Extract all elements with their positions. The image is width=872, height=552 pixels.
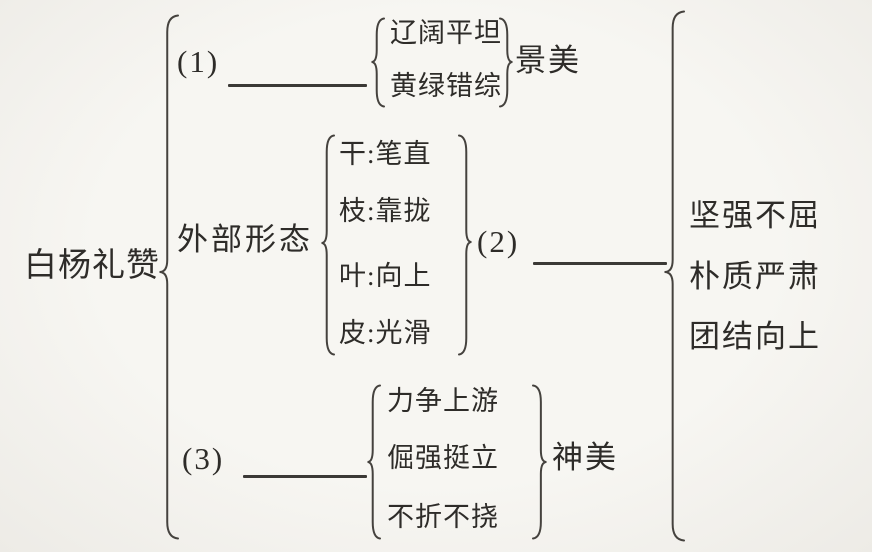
branch3-label: (3): [182, 440, 225, 476]
diagram-title: 白杨礼赞: [24, 247, 160, 284]
form-item: 干:笔直: [339, 138, 432, 169]
blank-line-2: [533, 262, 667, 265]
form-item: 叶:向上: [339, 260, 432, 291]
blank-line-1: [228, 84, 367, 87]
scenery-item: 辽阔平坦: [390, 17, 502, 48]
spirit-item: 不折不挠: [387, 501, 499, 532]
scenery-open-brace: [371, 17, 385, 108]
blank-line-3: [243, 475, 367, 478]
spirit-item: 力争上游: [387, 385, 499, 416]
summary-brace: [664, 10, 685, 542]
conclusion-item: 朴质严肃: [689, 258, 821, 294]
form-item: 皮:光滑: [339, 317, 432, 348]
conclusion-item: 团结向上: [689, 318, 821, 354]
branch2-result: (2): [477, 223, 520, 259]
conclusion-item: 坚强不屈: [689, 197, 821, 233]
main-brace: [159, 14, 179, 540]
branch1-label: (1): [177, 43, 220, 79]
form-item: 枝:靠拢: [339, 195, 432, 226]
form-open-brace: [321, 134, 335, 356]
spirit-open-brace: [367, 384, 381, 540]
scenery-item: 黄绿错综: [390, 70, 502, 101]
scenery-close-brace: [499, 17, 513, 108]
spirit-item: 倔强挺立: [387, 442, 499, 473]
form-close-brace: [458, 134, 472, 356]
branch2-label: 外部形态: [177, 221, 313, 257]
spirit-close-brace: [532, 384, 547, 540]
branch1-result: 景美: [515, 42, 581, 78]
branch3-result: 神美: [552, 439, 618, 475]
